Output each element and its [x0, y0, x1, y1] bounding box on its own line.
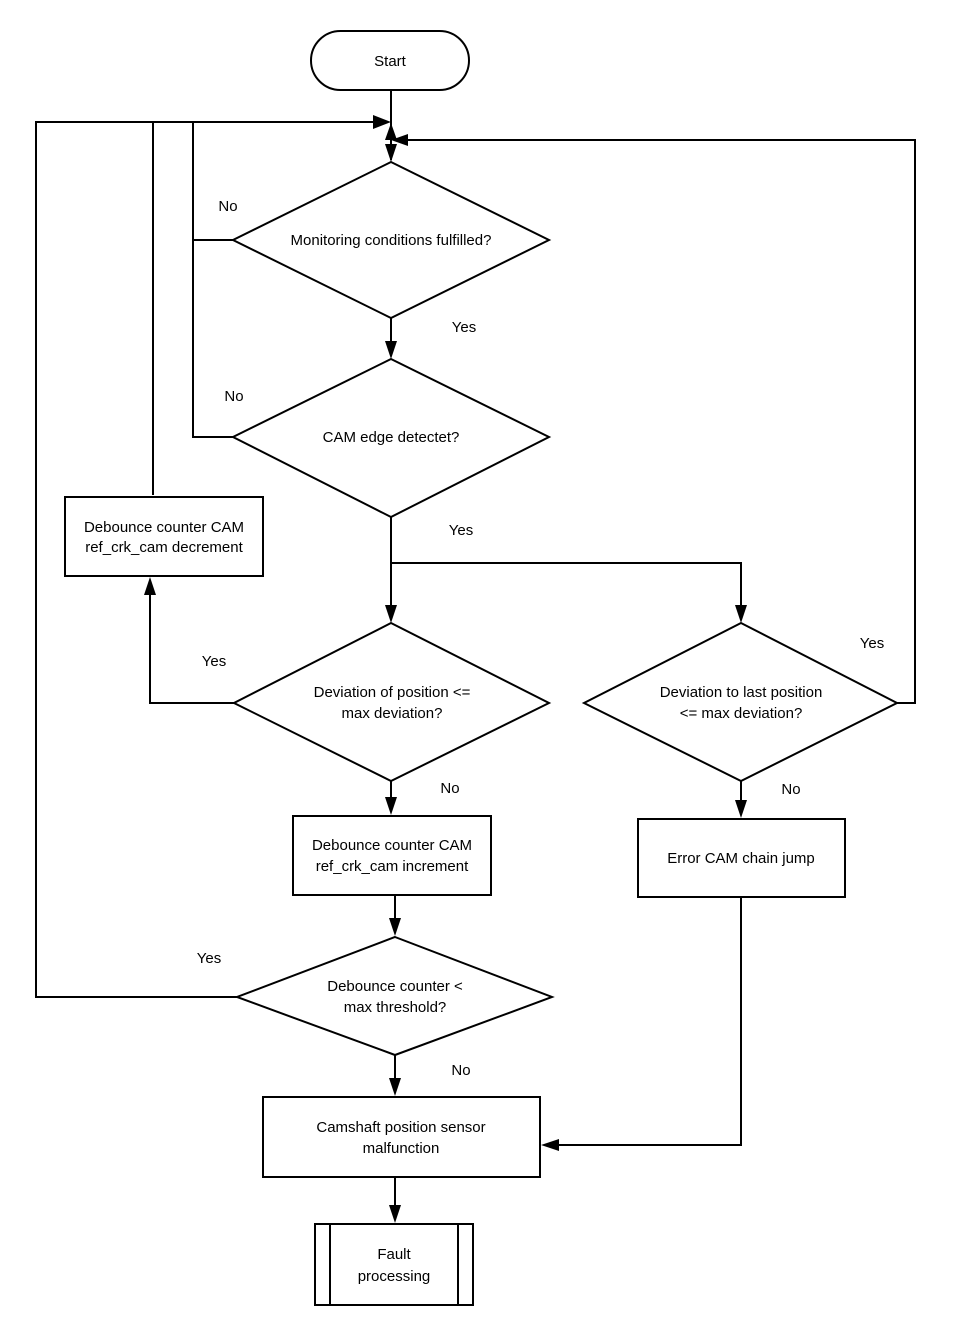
arrowhead-error-into-malfunction: [541, 1139, 559, 1151]
debounce-threshold-decision: Debounce counter < max threshold?: [234, 935, 555, 1057]
label-monitoring-yes: Yes: [452, 319, 476, 336]
arrowhead-merge-up: [385, 123, 397, 140]
error-chain-jump-process: Error CAM chain jump: [637, 818, 846, 898]
arrowhead-merge-right: [391, 134, 408, 146]
edge-threshold-yes-loop: [35, 121, 384, 998]
arrowhead-into-fault: [389, 1205, 401, 1223]
debounce-threshold-label-1: Debounce counter <: [327, 978, 463, 995]
sensor-malfunction-label-1: Camshaft position sensor: [316, 1119, 485, 1136]
edge-cam-edge-yes: [390, 517, 742, 620]
arrowhead-into-cam-edge: [385, 341, 397, 359]
fault-processing-label-1: Fault: [377, 1246, 411, 1263]
fault-processing-subprocess: Fault processing: [314, 1223, 474, 1306]
debounce-threshold-label-2: max threshold?: [344, 999, 447, 1016]
deviation-last-label-1: Deviation to last position: [660, 684, 823, 701]
sensor-malfunction-process: Camshaft position sensor malfunction: [262, 1096, 541, 1178]
label-threshold-yes: Yes: [197, 950, 221, 967]
deviation-position-label-2: max deviation?: [342, 705, 443, 722]
error-chain-jump-label: Error CAM chain jump: [667, 850, 815, 867]
arrowhead-into-deviation-position: [385, 605, 397, 623]
debounce-increment-label-1: Debounce counter CAM: [312, 837, 472, 854]
edge-deviation-last-yes-loop: [398, 139, 916, 704]
edge-monitoring-no-loop: [192, 122, 233, 241]
label-monitoring-no: No: [218, 198, 237, 215]
edge-labels: No Yes No Yes Yes No Yes No Yes No: [197, 198, 884, 1079]
debounce-decrement-process: Debounce counter CAM ref_crk_cam decreme…: [64, 496, 264, 577]
debounce-decrement-label-2: ref_crk_cam decrement: [85, 539, 243, 556]
monitoring-label: Monitoring conditions fulfilled?: [291, 232, 492, 249]
debounce-increment-label-2: ref_crk_cam increment: [316, 858, 469, 875]
deviation-last-label-2: <= max deviation?: [680, 705, 803, 722]
arrowhead-into-increment: [385, 797, 397, 815]
cam-edge-decision: CAM edge detectet?: [230, 357, 552, 519]
label-deviation-last-no: No: [781, 781, 800, 798]
connectors: [35, 90, 916, 1220]
monitoring-decision: Monitoring conditions fulfilled?: [230, 160, 552, 320]
label-deviation-position-no: No: [440, 780, 459, 797]
arrowhead-into-malfunction: [389, 1078, 401, 1096]
edge-cam-edge-no-loop: [192, 240, 233, 438]
deviation-position-decision: Deviation of position <= max deviation?: [231, 621, 552, 783]
sensor-malfunction-label-2: malfunction: [363, 1140, 440, 1157]
start-node: Start: [310, 30, 470, 91]
label-cam-edge-yes: Yes: [449, 522, 473, 539]
deviation-last-decision: Deviation to last position <= max deviat…: [581, 621, 900, 783]
arrowhead-into-error: [735, 800, 747, 818]
label-deviation-position-yes: Yes: [202, 653, 226, 670]
arrowhead-into-threshold: [389, 918, 401, 936]
edge-error-to-malfunction: [548, 897, 742, 1146]
edge-deviation-position-yes: [149, 583, 234, 704]
debounce-decrement-label-1: Debounce counter CAM: [84, 519, 244, 536]
fault-processing-label-2: processing: [358, 1268, 431, 1285]
arrowhead-into-monitoring: [385, 144, 397, 162]
label-cam-edge-no: No: [224, 388, 243, 405]
deviation-position-label-1: Deviation of position <=: [314, 684, 471, 701]
label-deviation-last-yes: Yes: [860, 635, 884, 652]
arrowhead-into-decrement: [144, 577, 156, 595]
arrowheads: [144, 115, 747, 1223]
arrowhead-into-deviation-last: [735, 605, 747, 623]
debounce-increment-process: Debounce counter CAM ref_crk_cam increme…: [292, 815, 492, 896]
start-label: Start: [374, 53, 407, 70]
arrowhead-merge-left: [373, 115, 391, 129]
cam-edge-label: CAM edge detectet?: [323, 429, 460, 446]
label-threshold-no: No: [451, 1062, 470, 1079]
